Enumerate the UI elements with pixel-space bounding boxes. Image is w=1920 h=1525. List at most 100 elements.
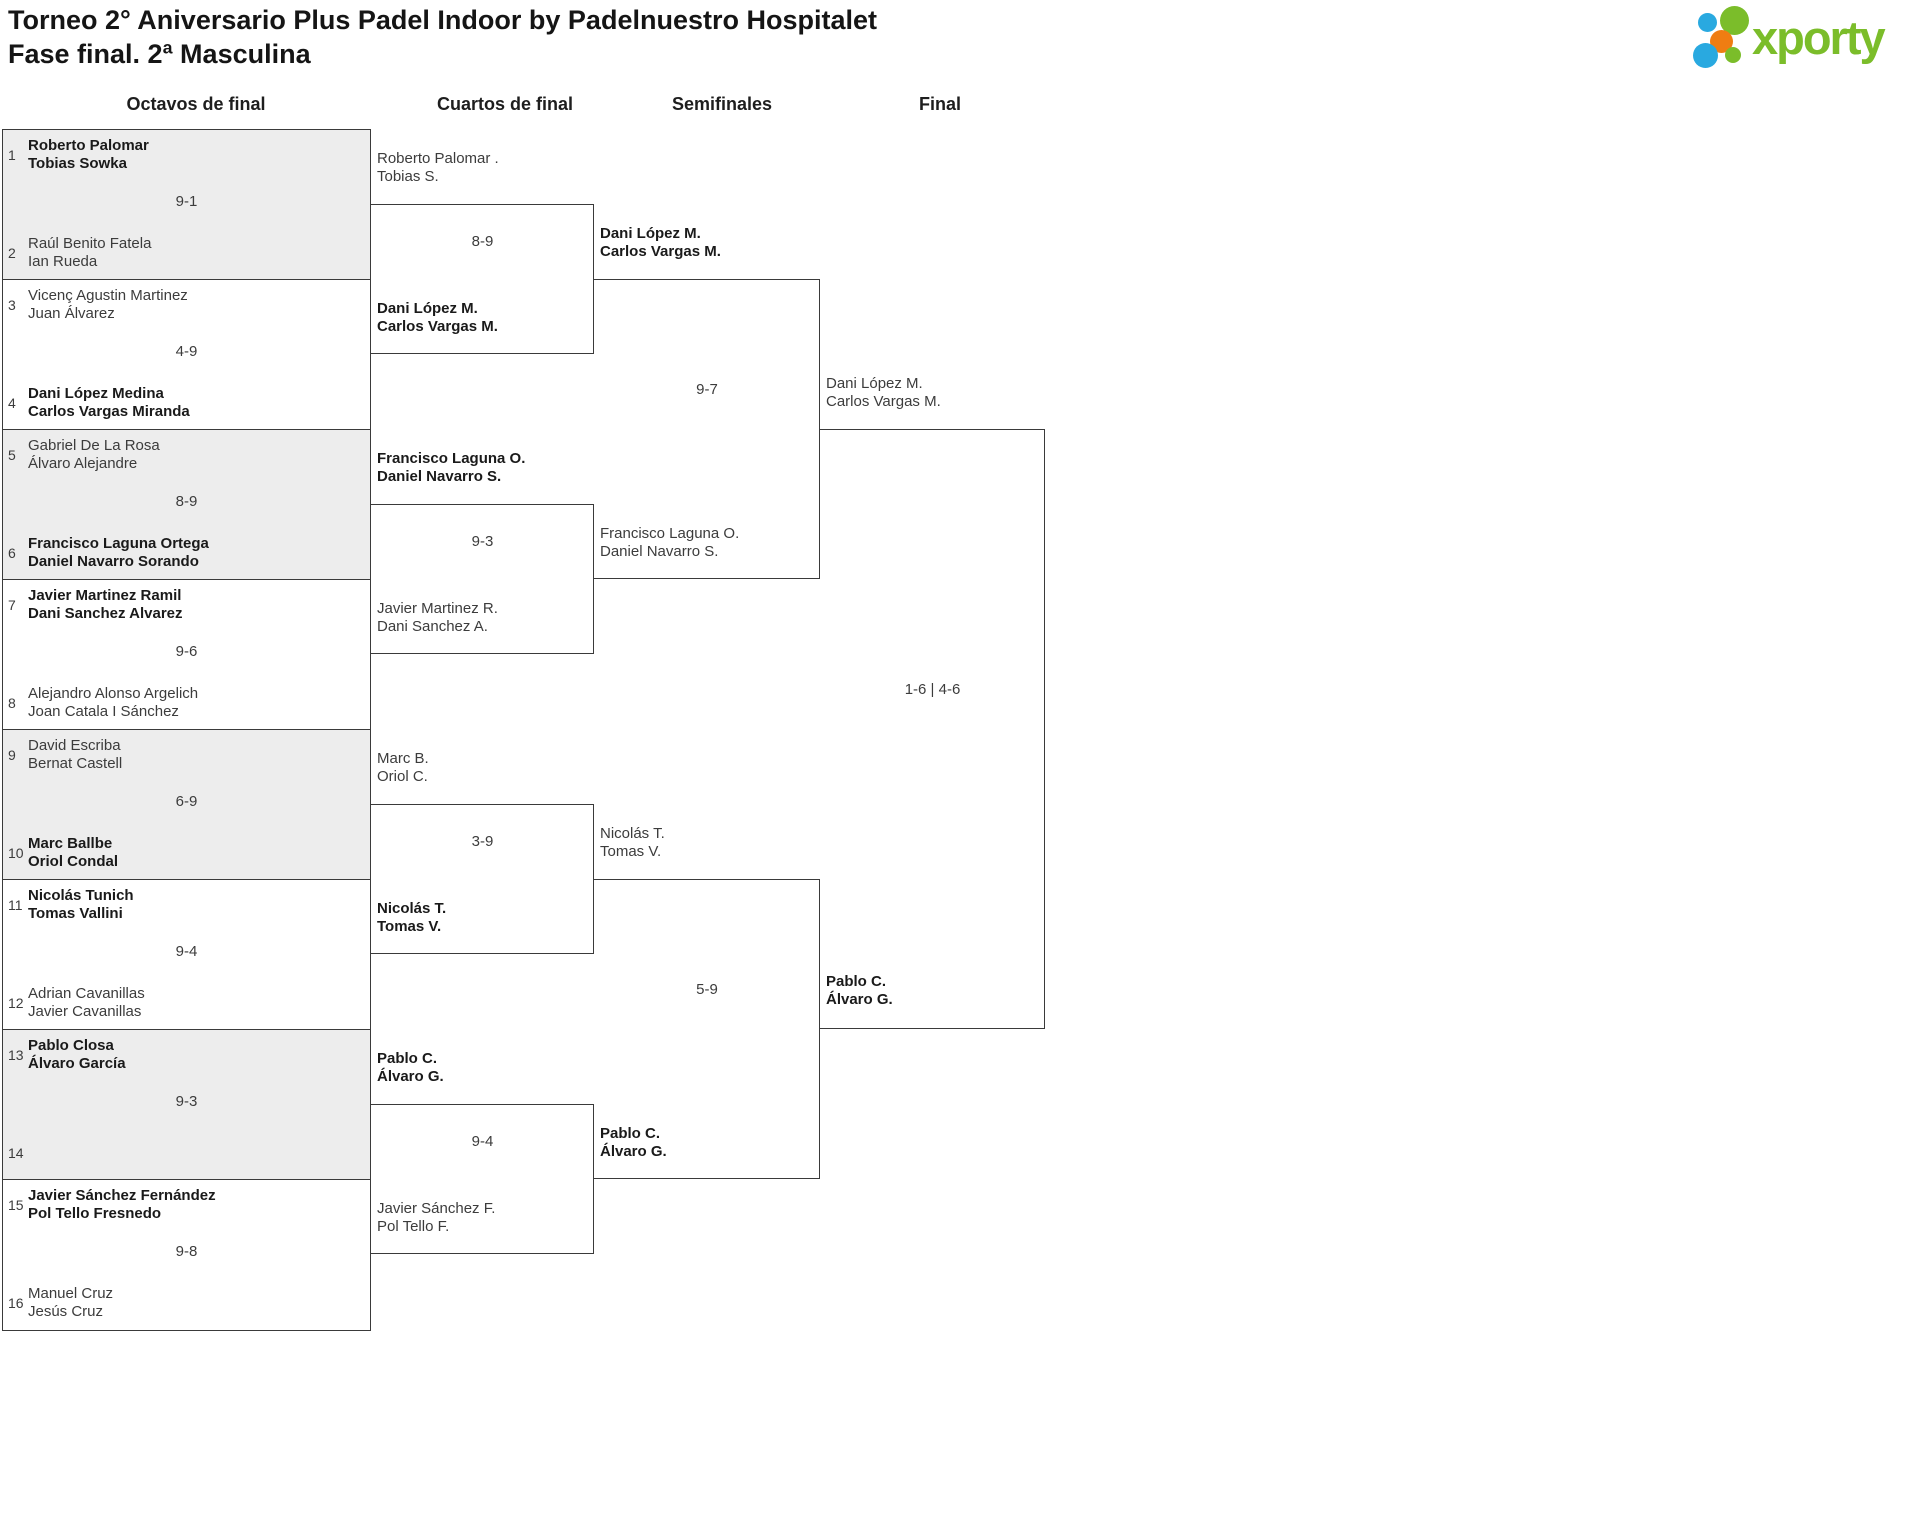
player-name: Daniel Navarro S.: [377, 468, 502, 485]
match-score: 6-9: [175, 793, 198, 810]
seed-number: 13: [8, 1047, 24, 1063]
r16-match-2: 3 Vicenç Agustin Martinez Juan Álvarez 4…: [3, 280, 370, 430]
seed-number: 11: [8, 897, 23, 913]
qf-match-1-box: [371, 204, 594, 354]
r16-match-7: 13 Pablo Closa Álvaro García 9-3 14: [3, 1030, 370, 1180]
player-name: Carlos Vargas Miranda: [28, 403, 190, 420]
player-name: Dani Sanchez A.: [377, 618, 488, 635]
pair-names: Javier Sánchez F.Pol Tello F.: [377, 1200, 495, 1236]
player-name: Álvaro Alejandre: [28, 455, 138, 472]
player-name: Ian Rueda: [28, 253, 98, 270]
pair-names: Nicolás T.Tomas V.: [600, 825, 665, 861]
player-name: Álvaro García: [28, 1055, 126, 1072]
final-match-box: [820, 429, 1045, 1029]
logo-dot-blue-top: [1698, 13, 1717, 32]
pair-names: Gabriel De La Rosa Álvaro Alejandre: [28, 437, 160, 473]
player-name: Manuel Cruz: [28, 1285, 114, 1302]
seed-number: 16: [8, 1295, 24, 1311]
player-name: Álvaro G.: [826, 991, 893, 1008]
match-score: 3-9: [471, 833, 494, 850]
player-name: Álvaro G.: [377, 1068, 444, 1085]
player-name: Gabriel De La Rosa: [28, 437, 160, 454]
logo-dot-green-small: [1725, 47, 1741, 63]
pair-names: Raúl Benito Fatela Ian Rueda: [28, 235, 151, 271]
player-name: Pablo Closa: [28, 1037, 114, 1054]
pair-names: Pablo C.Álvaro G.: [377, 1050, 444, 1086]
round-of-16-column: 1 Roberto Palomar Tobias Sowka 9-1 2 Raú…: [2, 129, 371, 1331]
player-name: Pol Tello Fresnedo: [28, 1205, 162, 1222]
player-name: Tomas Vallini: [28, 905, 123, 922]
pair-names: Javier Sánchez Fernández Pol Tello Fresn…: [28, 1187, 216, 1223]
match-score: 9-4: [471, 1133, 494, 1150]
player-name: Francisco Laguna Ortega: [28, 535, 209, 552]
category-subtitle: Fase final. 2ª Masculina: [8, 39, 311, 69]
pair-names: Nicolás T.Tomas V.: [377, 900, 446, 936]
match-score: 9-3: [175, 1093, 198, 1110]
pair-names: Manuel Cruz Jesús Cruz: [28, 1285, 113, 1321]
pair-names: Francisco Laguna Ortega Daniel Navarro S…: [28, 535, 209, 571]
player-name: Marc B.: [377, 750, 429, 767]
seed-number: 2: [8, 245, 16, 261]
player-name: Daniel Navarro S.: [600, 543, 719, 560]
player-name: Oriol C.: [377, 768, 428, 785]
player-name: Juan Álvarez: [28, 305, 115, 322]
round-header-cuartos: Cuartos de final: [436, 94, 574, 114]
player-name: Álvaro G.: [600, 1143, 667, 1160]
player-name: Pablo C.: [826, 973, 887, 990]
pair-names: Marc B.Oriol C.: [377, 750, 429, 786]
pair-names: Francisco Laguna O.Daniel Navarro S.: [600, 525, 739, 561]
pair-names: Javier Martinez Ramil Dani Sanchez Alvar…: [28, 587, 183, 623]
match-score: 5-9: [696, 981, 718, 998]
logo-dot-blue-bottom: [1693, 43, 1718, 68]
sf-match-2-box: [594, 879, 820, 1179]
player-name: Alejandro Alonso Argelich: [28, 685, 199, 702]
xporty-logo[interactable]: xporty: [1690, 2, 1918, 80]
r16-match-3: 5 Gabriel De La Rosa Álvaro Alejandre 8-…: [3, 430, 370, 580]
seed-number: 3: [8, 297, 16, 313]
player-name: Francisco Laguna O.: [600, 525, 740, 542]
player-name: Marc Ballbe: [28, 835, 113, 852]
player-name: Raúl Benito Fatela: [28, 235, 152, 252]
pair-names: Pablo Closa Álvaro García: [28, 1037, 126, 1073]
seed-number: 9: [8, 747, 16, 763]
player-name: Pablo C.: [377, 1050, 438, 1067]
seed-number: 7: [8, 597, 16, 613]
tournament-title: Torneo 2° Aniversario Plus Padel Indoor …: [8, 5, 877, 35]
seed-number: 4: [8, 395, 16, 411]
seed-number: 12: [8, 995, 24, 1011]
match-score: 8-9: [471, 233, 494, 250]
qf-match-4-box: [371, 1104, 594, 1254]
pair-names: Alejandro Alonso Argelich Joan Catala I …: [28, 685, 198, 721]
pair-names: Dani López M.Carlos Vargas M.: [600, 225, 721, 261]
player-name: Dani López M.: [826, 375, 923, 392]
sf-match-1-box: [594, 279, 820, 579]
player-name: Pol Tello F.: [377, 1218, 450, 1235]
player-name: Roberto Palomar: [28, 137, 149, 154]
pair-names: Javier Martinez R.Dani Sanchez A.: [377, 600, 498, 636]
player-name: Oriol Condal: [28, 853, 118, 870]
match-score: 9-3: [471, 533, 494, 550]
r16-match-4: 7 Javier Martinez Ramil Dani Sanchez Alv…: [3, 580, 370, 730]
pair-names: Dani López M.Carlos Vargas M.: [377, 300, 498, 336]
player-name: Tomas V.: [377, 918, 442, 935]
seed-number: 10: [8, 845, 24, 861]
player-name: Tomas V.: [600, 843, 662, 860]
seed-number: 8: [8, 695, 16, 711]
round-header-semifinales: Semifinales: [671, 94, 773, 114]
match-score: 4-9: [175, 343, 198, 360]
player-name: Javier Sánchez Fernández: [28, 1187, 216, 1204]
pair-names: Pablo C.Álvaro G.: [600, 1125, 667, 1161]
pair-names: Dani López Medina Carlos Vargas Miranda: [28, 385, 190, 421]
r16-match-1: 1 Roberto Palomar Tobias Sowka 9-1 2 Raú…: [3, 130, 370, 280]
player-name: Dani López M.: [600, 225, 701, 242]
player-name: Tobias S.: [377, 168, 439, 185]
player-name: Nicolás Tunich: [28, 887, 134, 904]
qf-match-3-box: [371, 804, 594, 954]
match-score: 9-6: [175, 643, 198, 660]
player-name: Bernat Castell: [28, 755, 123, 772]
player-name: Tobias Sowka: [28, 155, 127, 172]
seed-number: 5: [8, 447, 16, 463]
player-name: Carlos Vargas M.: [826, 393, 941, 410]
player-name: Javier Martinez Ramil: [28, 587, 182, 604]
